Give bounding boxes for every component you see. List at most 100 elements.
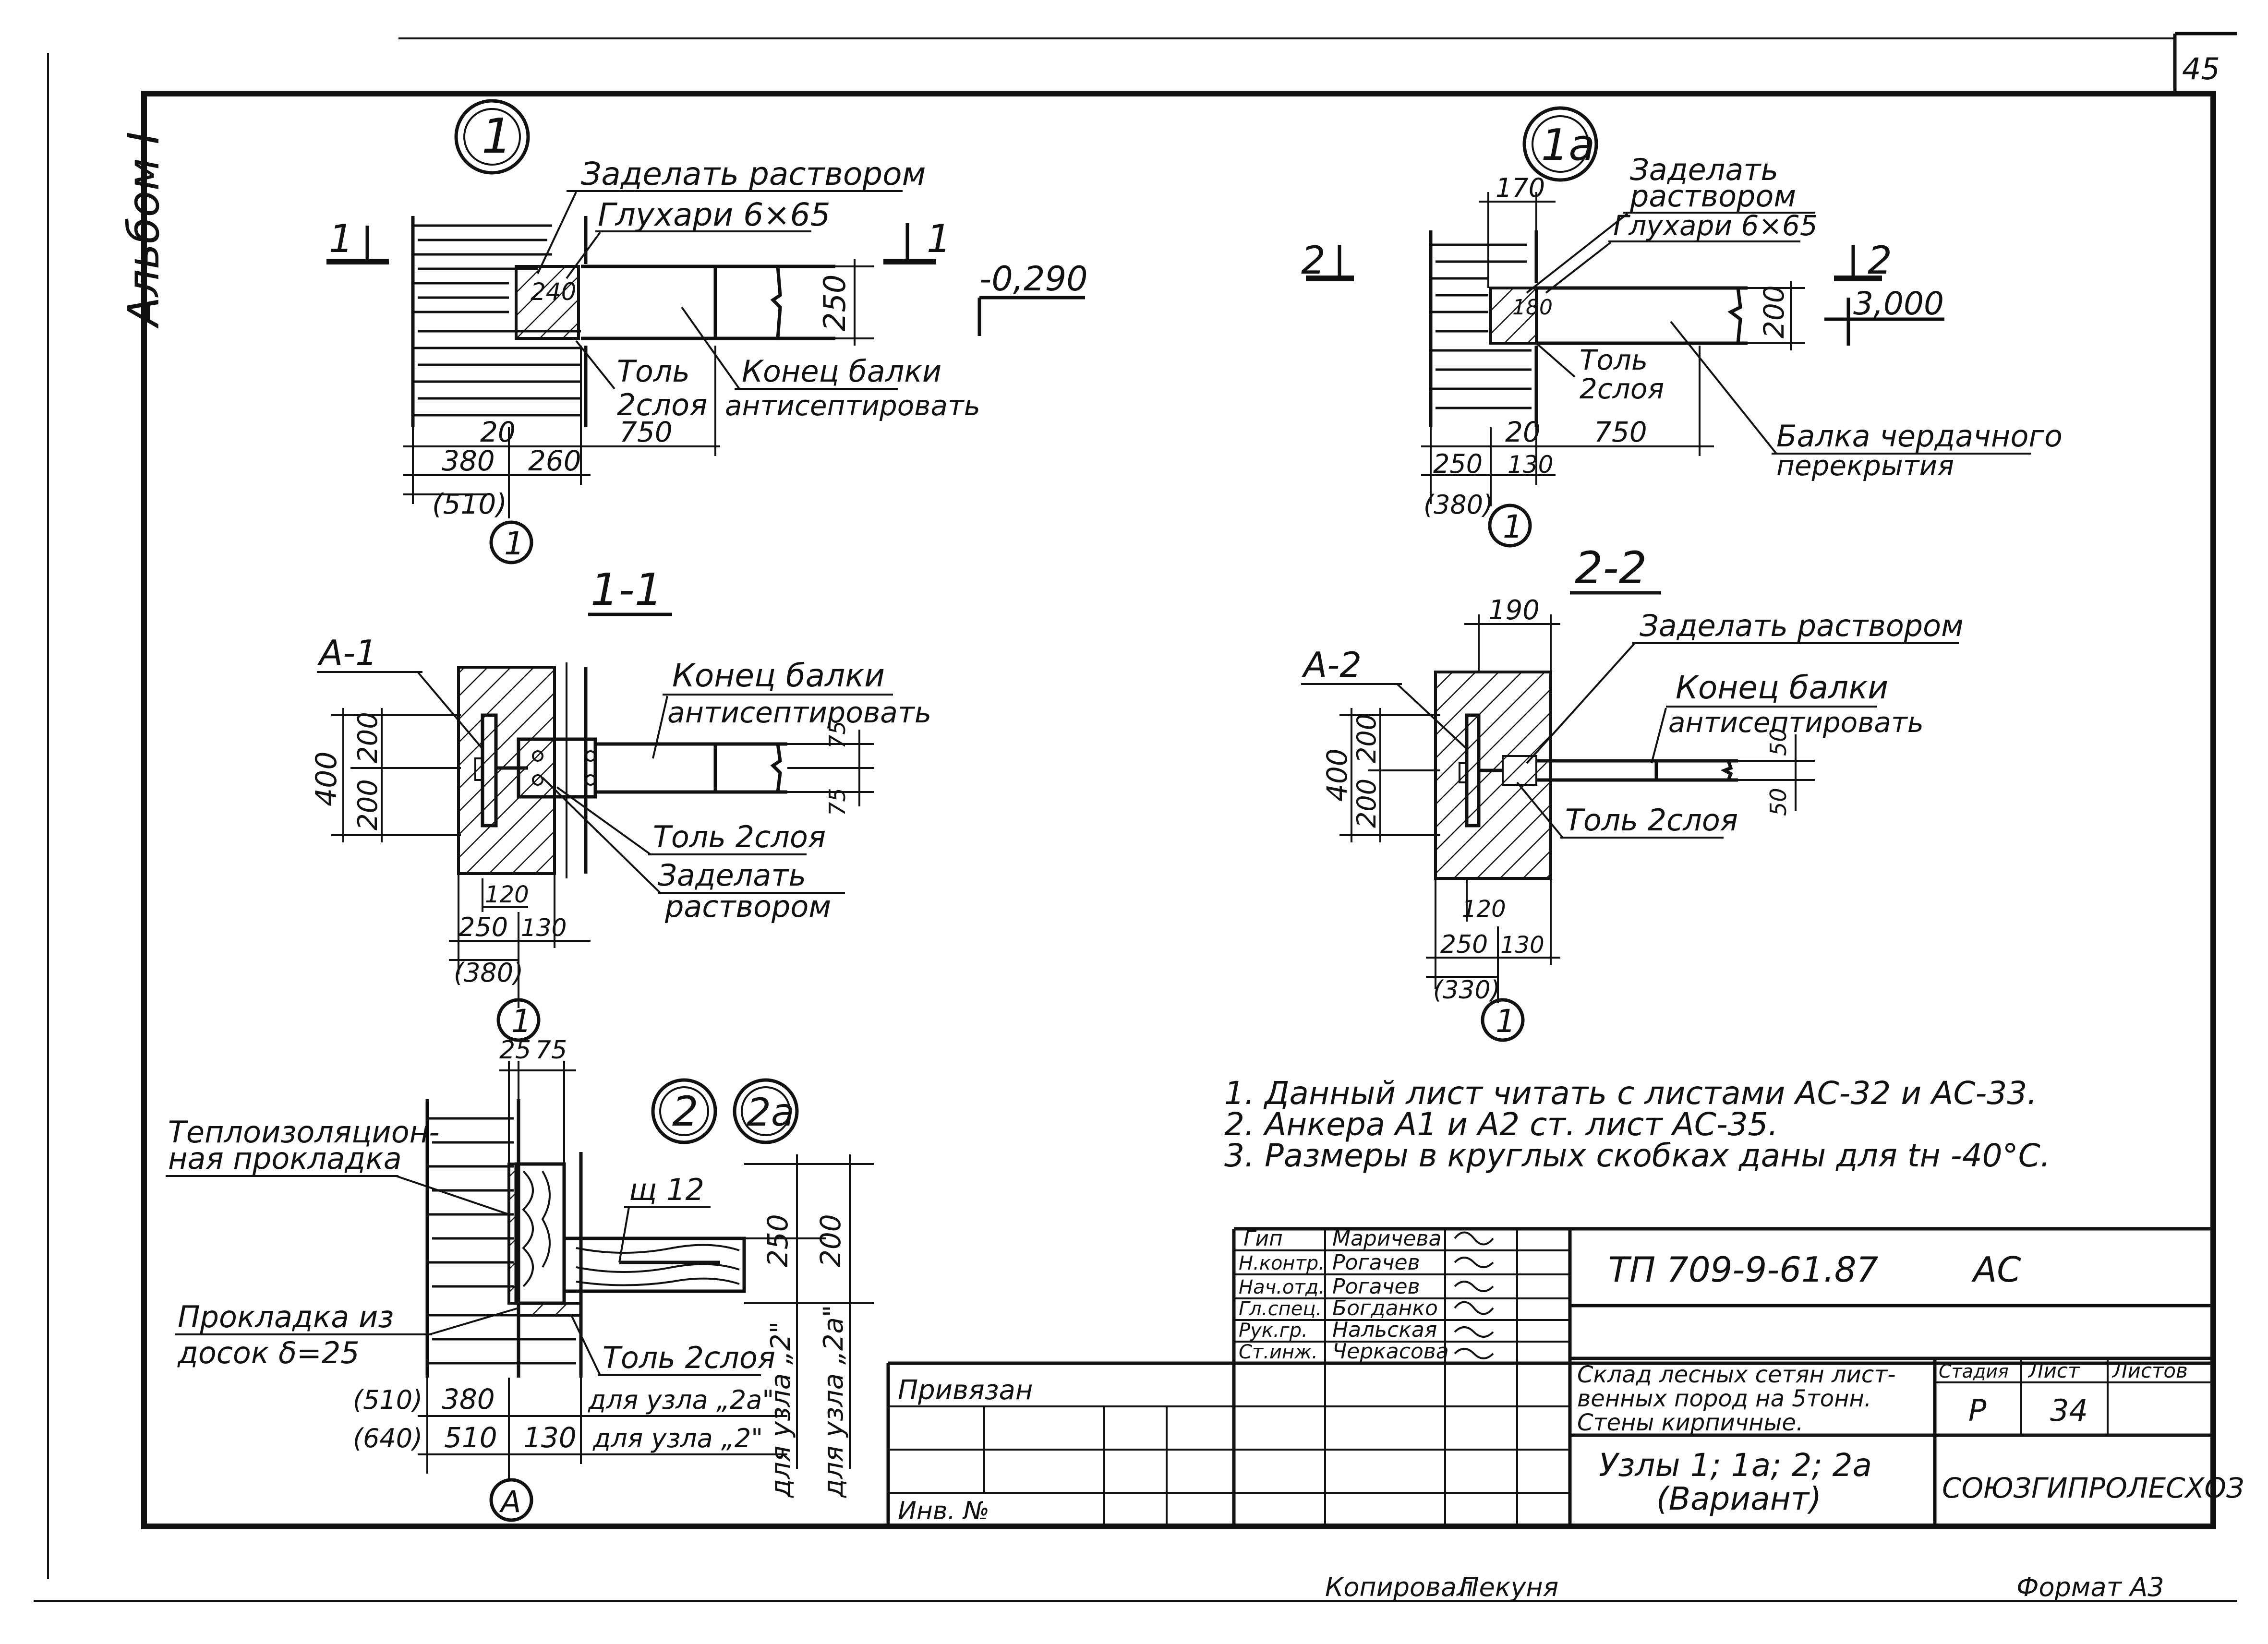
section-2-2-dim-130: 130 [1500, 932, 1544, 959]
node-1-section-mark-left: 1 [329, 216, 353, 261]
notes: 1. Данный лист читать с листами АС-32 и … [1224, 1075, 2051, 1174]
node-1a-dim-170: 170 [1496, 173, 1545, 203]
node-1a-section-mark-left: 2 [1301, 238, 1326, 283]
section-2-2: 2-2 А-2 Заделать раствором Конец балки а… [1301, 542, 1964, 1042]
section-2-2-dim-120: 120 [1462, 896, 1506, 923]
section-2-2-dim-50b: 50 [1765, 788, 1791, 816]
node-1a-dim-130: 130 [1508, 451, 1553, 479]
node-2-label-insul: Теплоизоляцион- [168, 1115, 440, 1150]
section-2-2-anchor: А-2 [1302, 645, 1362, 685]
node-1a-label-nails: Глухари 6×65 [1613, 209, 1818, 242]
section-1-1-dim-75b: 75 [824, 788, 850, 816]
note-3: 3. Размеры в круглых скобках даны для tн… [1224, 1137, 2051, 1174]
tb-name-2: Рогачев [1332, 1274, 1420, 1299]
copied-by: Копировал [1325, 1572, 1473, 1602]
section-2-2-title: 2-2 [1575, 542, 1647, 594]
tb-name-5: Черкасова [1332, 1339, 1449, 1364]
tb-description3: Стены кирпичные. [1577, 1409, 1803, 1436]
tb-name-4: Нальская [1332, 1318, 1437, 1342]
node-1a-dim-180: 180 [1512, 295, 1553, 320]
section-1-1: 1-1 А-1 Конец балки антисептировать Толь… [310, 564, 931, 1042]
section-2-2-label-tol: Толь 2слоя [1565, 803, 1738, 838]
tb-role-5: Ст.инж. [1239, 1341, 1318, 1363]
node-1-label-mortar: Заделать раствором [581, 156, 926, 192]
node-1a-marker: 1а [1541, 120, 1595, 170]
node-1-label-nails: Глухари 6×65 [598, 196, 831, 233]
tb-sheet-label: Лист [2027, 1359, 2080, 1382]
node-2-vert-for-2a: для узла „2а" [818, 1305, 849, 1498]
sheet-number: 45 [2182, 51, 2220, 86]
node-2-dim-for-2a: для узла „2а" [588, 1385, 774, 1415]
copied-by-sign: Пекуня [1460, 1572, 1558, 1602]
title-block: Гип Маричева Н.контр. Рогачев Нач.отд. Р… [886, 1226, 2244, 1526]
tb-bound-label: Привязан [898, 1375, 1033, 1406]
node-2-marker-a: 2 [672, 1088, 699, 1136]
node-1a-dim-200: 200 [1758, 285, 1790, 338]
node-2-dim-130: 130 [523, 1421, 577, 1454]
node-1-dim-240: 240 [531, 278, 576, 306]
section-1-1-label-mortar: Заделать [658, 858, 806, 893]
node-2-dim-for-2: для узла „2" [592, 1423, 763, 1453]
node-2-dim-250: 250 [761, 1214, 794, 1267]
node-2-vert-for-2: для узла „2" [765, 1321, 796, 1498]
section-1-1-anchor: А-1 [317, 633, 377, 673]
section-2-2-label-mortar: Заделать раствором [1640, 608, 1964, 643]
node-2: 2 2а [166, 1036, 874, 1522]
node-2-dim-200: 200 [814, 1214, 847, 1267]
node-1a-label-mortar2: раствором [1629, 179, 1796, 214]
node-1-dim-750: 750 [619, 416, 673, 448]
tb-role-0: Гип [1243, 1226, 1283, 1251]
note-2: 2. Анкера А1 и А2 ст. лист АС-35. [1224, 1106, 1778, 1143]
node-2-label-insul2: ная прокладка [168, 1141, 402, 1176]
node-1-label-beam-end: Конец балки [742, 354, 941, 389]
node-2-dim-25: 25 [499, 1036, 531, 1065]
node-1-dim-380: 380 [442, 444, 495, 477]
tb-role-1: Н.контр. [1239, 1252, 1325, 1274]
node-1a-label-mortar: Заделать [1630, 152, 1778, 187]
node-1a-dim-750: 750 [1594, 416, 1647, 448]
node-1-label-tol2: 2слоя [617, 387, 707, 422]
section-2-2-dim-400: 400 [1321, 748, 1353, 802]
node-1a-beam [1536, 286, 1748, 345]
tb-name-1: Рогачев [1332, 1250, 1420, 1275]
note-1: 1. Данный лист читать с листами АС-32 и … [1224, 1075, 2037, 1112]
node-2-label-board: щ 12 [629, 1172, 704, 1207]
node-1-wall [411, 216, 588, 427]
node-2-wall [425, 1099, 583, 1378]
section-1-1-label-tol: Толь 2слоя [653, 819, 826, 854]
section-2-2-axis: 1 [1496, 1003, 1516, 1040]
section-2-2-label-beam-end2: антисептировать [1668, 706, 1924, 739]
node-2-label-pad2: досок δ=25 [177, 1335, 360, 1370]
node-2-label-tol: Толь 2слоя [603, 1340, 775, 1375]
section-1-1-dim-200b: 200 [352, 712, 384, 763]
node-1a-section-mark-right: 2 [1868, 238, 1892, 283]
tb-name-3: Богданко [1332, 1296, 1438, 1320]
section-2-2-dim-190: 190 [1488, 595, 1540, 626]
section-1-1-label-beam-end2: антисептировать [667, 696, 931, 730]
node-1: 1 1 [326, 99, 1088, 564]
node-1-marker: 1 [482, 108, 512, 164]
section-1-1-axis: 1 [511, 1003, 531, 1040]
node-1a-axis: 1 [1503, 508, 1523, 545]
tb-role-3: Гл.спец. [1239, 1298, 1322, 1320]
node-2-dim-380: 380 [442, 1383, 495, 1416]
node-1a-dim-250: 250 [1433, 449, 1483, 479]
section-1-1-dim-120: 120 [485, 881, 529, 908]
section-2-2-dim-50a: 50 [1765, 728, 1791, 756]
tb-project-code: ТП 709-9-61.87 [1608, 1249, 1879, 1290]
section-2-2-dim-200a: 200 [1351, 779, 1382, 828]
section-2-2-dim-200b: 200 [1351, 714, 1382, 763]
node-2-dim-640: (640) [353, 1423, 422, 1453]
node-1-axis: 1 [504, 525, 524, 562]
section-1-1-label-mortar2: раствором [664, 889, 831, 924]
node-1a-wall [1429, 230, 1538, 427]
node-1-beam [581, 264, 835, 340]
node-1a-label-beam: Балка чердачного [1776, 419, 2063, 454]
tb-inv-label: Инв. № [898, 1497, 989, 1525]
node-1a-label-beam2: перекрытия [1776, 449, 1954, 482]
section-1-1-dim-75a: 75 [824, 720, 850, 749]
node-2-dim-75: 75 [535, 1036, 567, 1065]
node-1a-label-tol: Толь [1580, 344, 1648, 376]
tb-stage: Р [1968, 1393, 1987, 1428]
